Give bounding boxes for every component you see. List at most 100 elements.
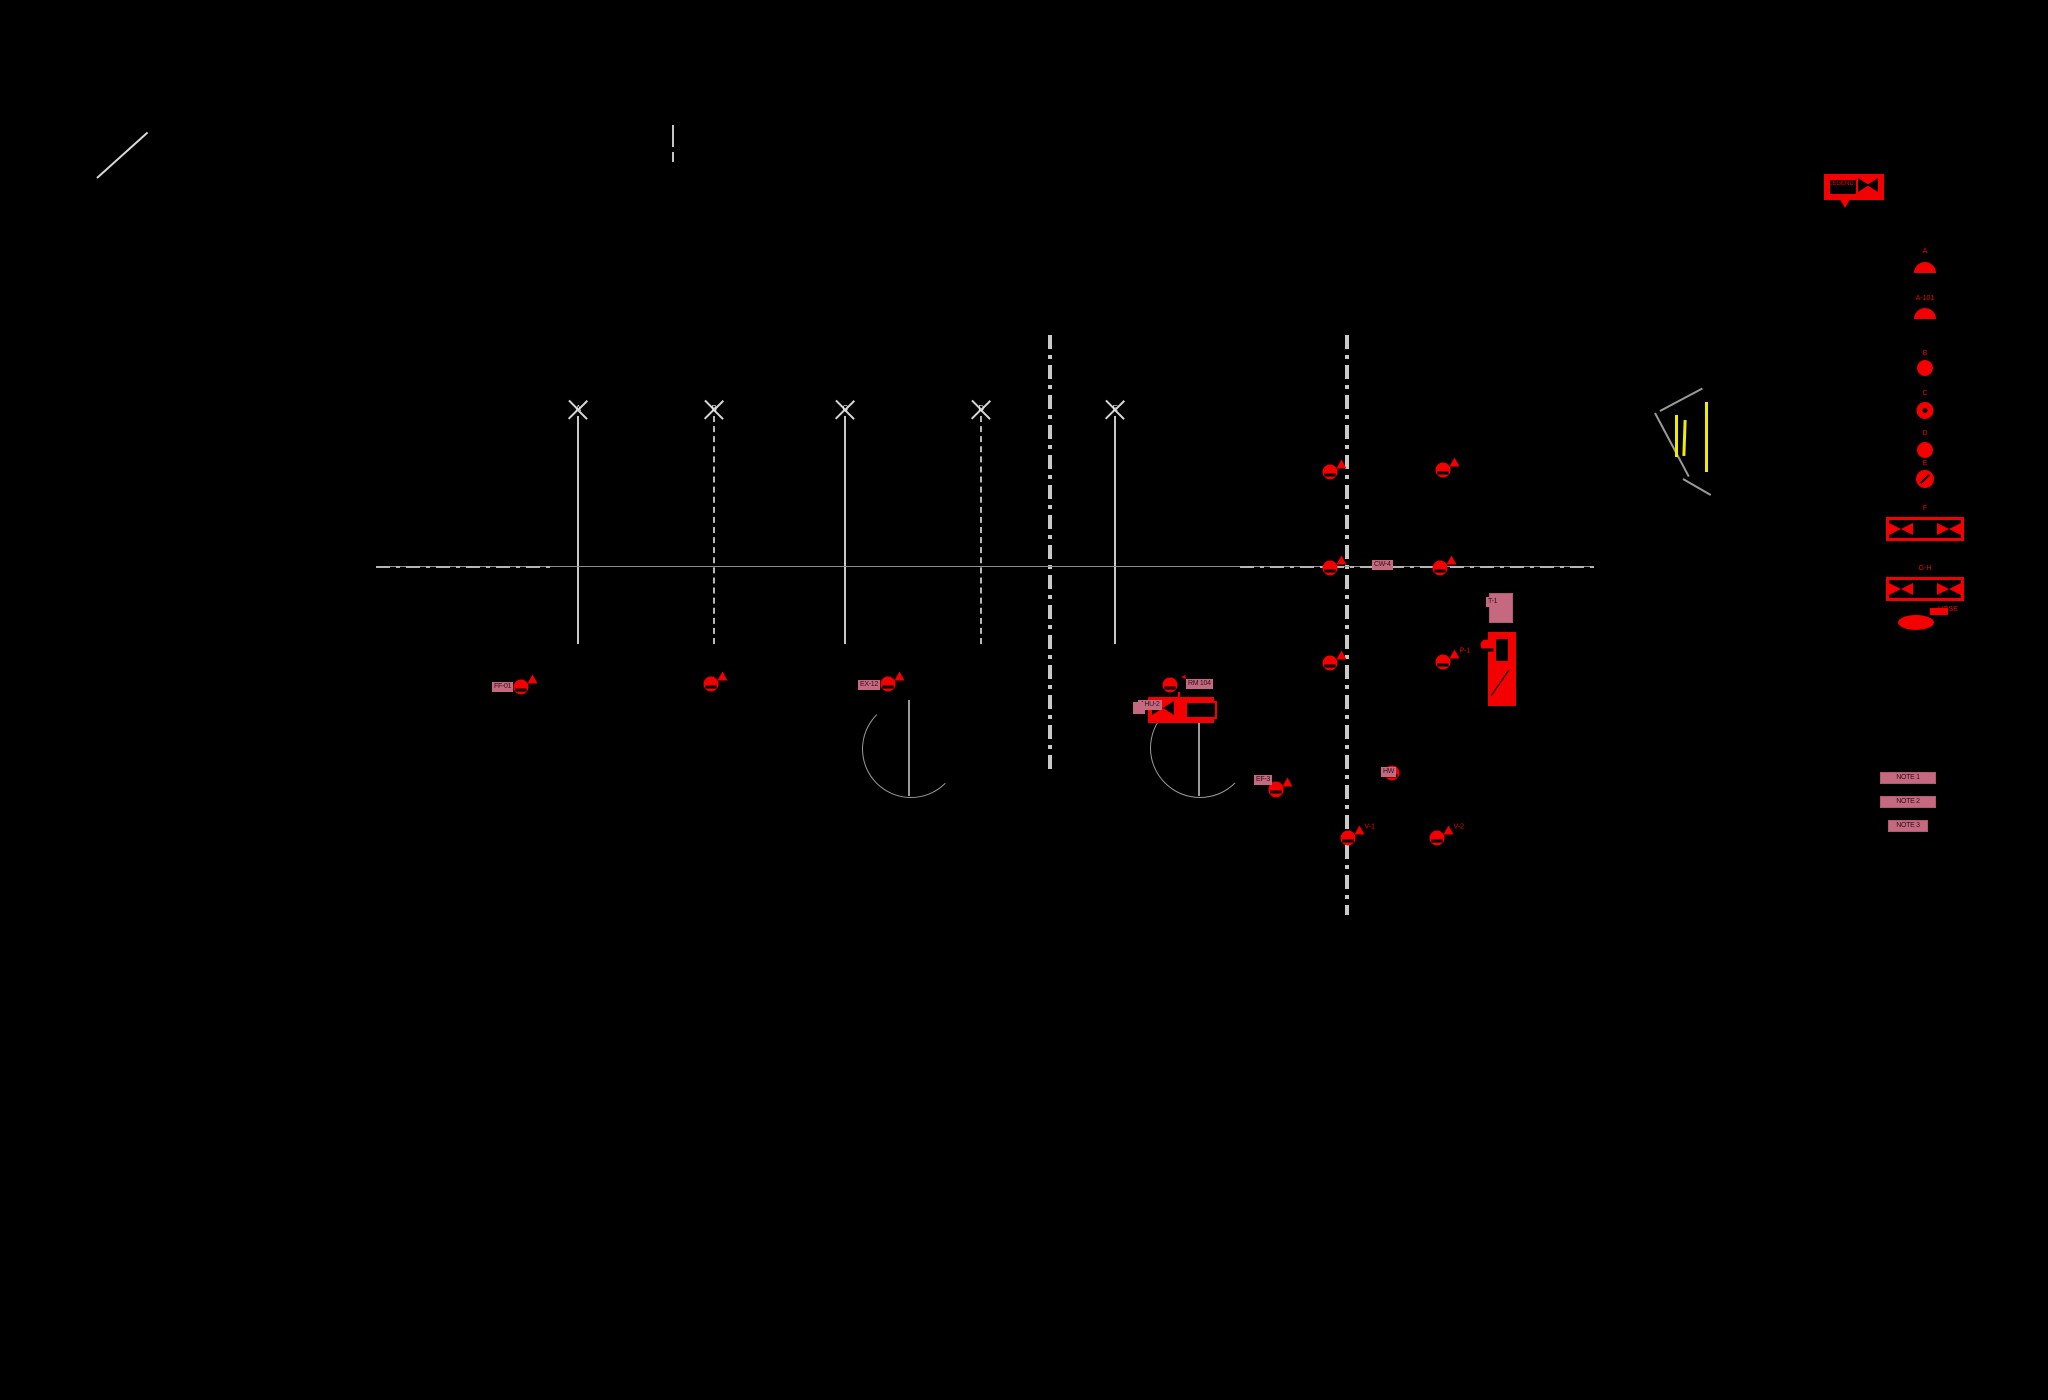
sprinkler-tag-triangle-icon	[1336, 555, 1347, 565]
annotation-tag[interactable]: FF-01	[492, 682, 514, 693]
legend-panel[interactable]: LEGEND A A-101 B C D E F G-H	[1824, 160, 1990, 860]
annotation-tag-small[interactable]	[1133, 702, 1145, 714]
equipment-tag-block[interactable]	[1489, 593, 1513, 623]
annotation-tag[interactable]: HW	[1381, 767, 1397, 778]
gridline-c	[844, 416, 846, 644]
door-jamb-2	[1198, 698, 1200, 796]
sprinkler-tag-label: P-1	[1459, 647, 1471, 655]
centerline-vertical-right	[1345, 335, 1349, 915]
legend-entry-8-valve-icon[interactable]	[1886, 577, 1964, 601]
centerline-horizontal-left	[376, 566, 556, 568]
sprinkler-head[interactable]	[703, 671, 728, 692]
sprinkler-head-icon	[880, 676, 896, 692]
bowtie-shape-icon	[1858, 178, 1878, 192]
sprinkler-tag-triangle-icon	[1336, 459, 1347, 469]
annotation-tag[interactable]: CW-4	[1372, 560, 1393, 571]
sprinkler-head[interactable]: V-2	[1429, 824, 1464, 846]
sprinkler-tag-triangle-icon	[1336, 650, 1347, 660]
sprinkler-tag-triangle-icon	[894, 671, 905, 681]
gridline-a	[577, 416, 579, 644]
sprinkler-head[interactable]: P-1	[1435, 648, 1470, 670]
legend-entry-5-caption: D	[1922, 430, 1928, 437]
legend-entry-1-caption: A	[1922, 248, 1928, 255]
door-swing-arc-2	[1150, 698, 1250, 798]
sprinkler-head-icon	[1429, 830, 1445, 846]
legend-entry-9-nozzle-icon	[1898, 615, 1934, 630]
wall-segment-lower	[1682, 478, 1712, 496]
sprinkler-tag-triangle-icon	[527, 674, 538, 684]
gridline-e	[1114, 416, 1116, 644]
centerline-vertical-left	[1048, 335, 1052, 775]
legend-note-3[interactable]: NOTE 3	[1888, 820, 1928, 833]
sprinkler-head-icon	[1162, 677, 1178, 693]
grid-bubble-label: A	[575, 404, 581, 413]
legend-note-2[interactable]: NOTE 2	[1880, 796, 1936, 809]
riser-connection-head[interactable]	[1480, 639, 1494, 652]
annotation-tag[interactable]: EF-3	[1254, 775, 1272, 786]
annotation-tag[interactable]: T-1	[1486, 597, 1500, 608]
sprinkler-head-icon	[1480, 639, 1494, 652]
door-jamb-1	[908, 700, 910, 796]
gridline-b	[713, 416, 715, 644]
sprinkler-head-icon	[1322, 655, 1338, 671]
legend-entry-7-valve-icon[interactable]	[1886, 517, 1964, 541]
equipment-leader-label: ◄	[1180, 674, 1187, 681]
sprinkler-head-icon	[1435, 654, 1451, 670]
valve-label-box[interactable]	[1185, 701, 1217, 719]
sprinkler-head[interactable]	[1322, 459, 1347, 480]
sprinkler-head[interactable]: V-1	[1340, 824, 1375, 846]
gridline-horizontal-main	[376, 566, 1591, 567]
sprinkler-tag-label: V-1	[1364, 823, 1376, 831]
valve-bowtie-right-icon	[1937, 523, 1961, 535]
sprinkler-head-icon	[703, 676, 719, 692]
grid-bubble-label: B	[711, 404, 717, 413]
legend-entry-3-caption: B	[1922, 350, 1928, 357]
annotation-tag[interactable]: AHU-2	[1138, 700, 1162, 711]
wall-segment-upper	[1659, 387, 1703, 412]
highlight-segment-2	[1682, 419, 1687, 457]
sprinkler-head-equipment[interactable]	[1162, 677, 1178, 693]
sprinkler-tag-triangle-icon	[717, 671, 728, 681]
annotation-tag[interactable]: RM 104	[1186, 679, 1213, 690]
sprinkler-head-icon	[1322, 560, 1338, 576]
grid-bubble-a[interactable]: A	[567, 398, 589, 420]
highlight-segment-1	[1675, 415, 1678, 457]
grid-bubble-d[interactable]: D	[970, 398, 992, 420]
sprinkler-head-icon	[1268, 781, 1284, 797]
sprinkler-head-icon	[1322, 464, 1338, 480]
legend-title-label: LEGEND	[1829, 181, 1854, 187]
legend-entry-2-dome-icon	[1914, 308, 1936, 319]
sprinkler-head[interactable]	[1322, 555, 1347, 576]
valve-bowtie-right-icon	[1937, 583, 1961, 595]
grid-bubble-e[interactable]: E	[1104, 398, 1126, 420]
pump-bowtie-icon	[1491, 670, 1509, 696]
grid-bubble-label: D	[978, 404, 984, 413]
legend-entry-4-caption: C	[1922, 390, 1928, 397]
grid-bubble-label: C	[842, 404, 848, 413]
legend-entry-4-dot-icon	[1922, 408, 1928, 413]
legend-note-1[interactable]: NOTE 1	[1880, 772, 1936, 785]
valve-bowtie-left-icon	[1889, 523, 1913, 535]
legend-entry-2-caption: A-101	[1915, 295, 1935, 302]
sprinkler-head-icon	[1432, 560, 1448, 576]
sprinkler-head[interactable]	[1268, 781, 1284, 797]
sprinkler-tag-triangle-icon	[1449, 649, 1460, 659]
annotation-tag[interactable]: EX-12	[858, 680, 880, 691]
leader-line-top-left	[96, 131, 149, 179]
sprinkler-head[interactable]	[1435, 457, 1460, 478]
sprinkler-tag-triangle-icon	[1443, 825, 1454, 835]
grid-bubble-label: E	[1112, 404, 1118, 413]
grid-bubble-b[interactable]: B	[703, 398, 725, 420]
sprinkler-head-icon	[513, 679, 529, 695]
sprinkler-tag-triangle-icon	[1446, 555, 1457, 565]
sprinkler-head[interactable]	[880, 671, 905, 692]
centerline-horizontal-right	[1240, 566, 1595, 568]
sprinkler-head[interactable]	[1432, 555, 1457, 576]
sprinkler-head[interactable]	[1322, 650, 1347, 671]
legend-entry-5-circle-icon	[1917, 442, 1933, 458]
sprinkler-head-icon	[1435, 462, 1451, 478]
grid-bubble-c[interactable]: C	[834, 398, 856, 420]
sprinkler-tag-triangle-icon	[1449, 457, 1460, 467]
sprinkler-head[interactable]	[513, 674, 538, 695]
